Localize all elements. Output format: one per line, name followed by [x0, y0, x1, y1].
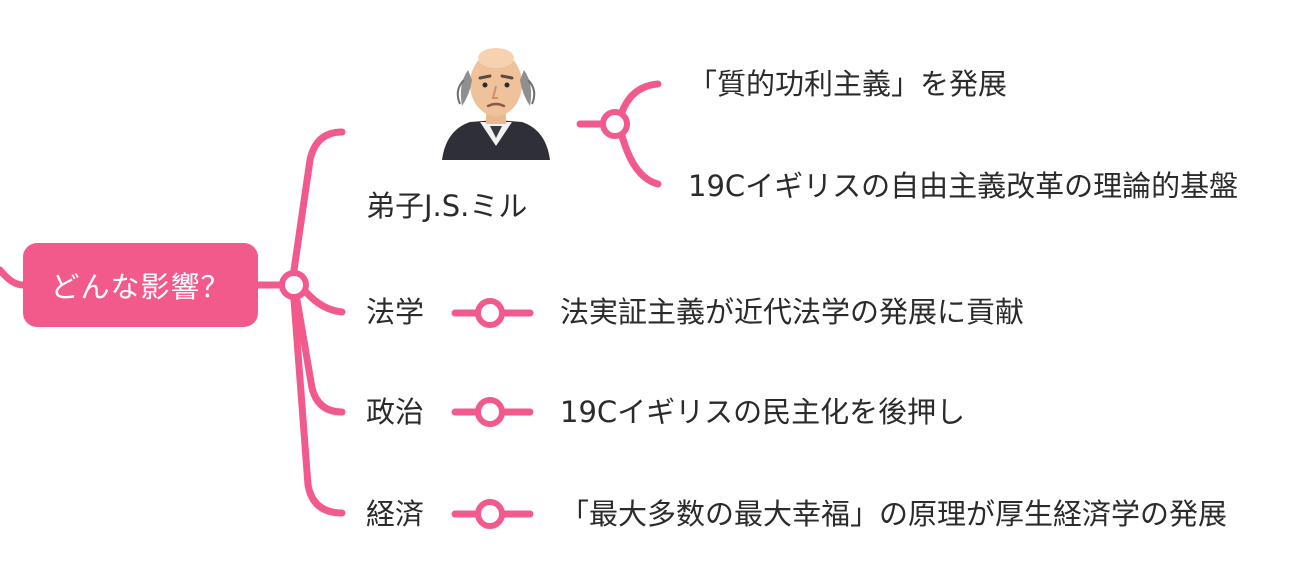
leaf-economy-0[interactable]: 「最大多数の最大幸福」の原理が厚生経済学の発展: [560, 497, 1228, 531]
root-hub-node[interactable]: [279, 270, 309, 300]
root-node[interactable]: どんな影響？: [23, 243, 258, 327]
root-left-connector: [0, 266, 27, 289]
root-label: どんな影響？: [50, 270, 231, 304]
economy-hub-node[interactable]: [475, 499, 505, 529]
leaf-politics-0[interactable]: 19Cイギリスの民主化を後押し: [560, 395, 966, 429]
branch-connector-law: [302, 288, 346, 316]
mill-portrait-icon: [442, 48, 550, 160]
branch-label-economy[interactable]: 経済: [366, 497, 425, 531]
mill-leaf-connector-0: [618, 80, 662, 116]
branch-connector-mill: [290, 128, 346, 274]
branch-label-law[interactable]: 法学: [366, 295, 425, 329]
leaf-mill-1[interactable]: 19Cイギリスの自由主義改革の理論的基盤: [688, 169, 1239, 203]
branch-connector-economy: [290, 296, 346, 517]
branch-label-mill[interactable]: 弟子J.S.ミル: [366, 189, 528, 223]
politics-hub-node[interactable]: [475, 397, 505, 427]
leaf-law-0[interactable]: 法実証主義が近代法学の発展に貢献: [560, 295, 1025, 329]
leaf-mill-0[interactable]: 「質的功利主義」を発展: [688, 67, 1008, 101]
branch-connector-politics: [293, 296, 346, 416]
mill-hub-node[interactable]: [600, 109, 630, 139]
branch-label-politics[interactable]: 政治: [366, 395, 425, 429]
law-hub-node[interactable]: [475, 298, 505, 328]
mill-leaf-connector-1: [618, 132, 662, 188]
